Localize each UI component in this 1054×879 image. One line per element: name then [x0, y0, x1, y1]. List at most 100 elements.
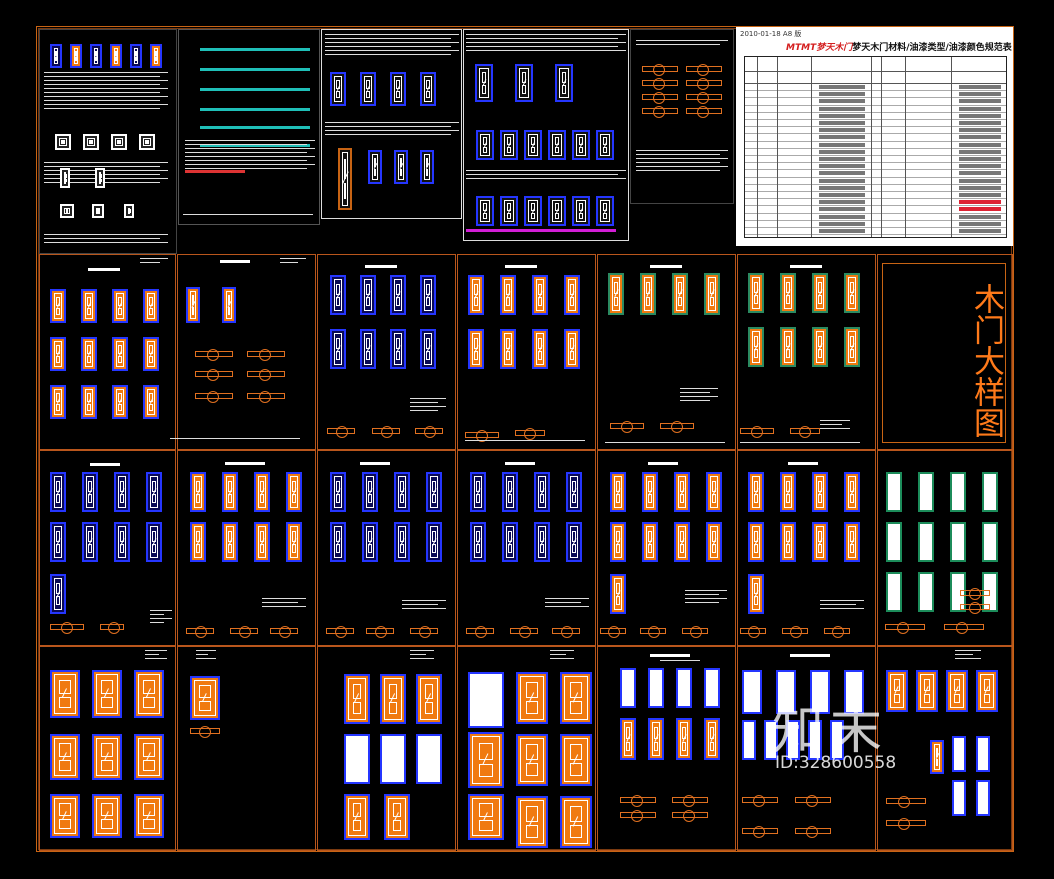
door-leaf — [85, 341, 93, 367]
door-panel — [530, 146, 536, 153]
section-detail — [466, 626, 494, 638]
door-panel — [892, 594, 896, 604]
door-panel — [572, 494, 576, 504]
door-elevation — [918, 522, 934, 562]
door-leaf — [138, 674, 160, 714]
door-panel — [710, 690, 714, 700]
door-panel — [336, 90, 340, 99]
door-panel — [578, 146, 584, 153]
door-panel — [65, 211, 69, 214]
door-panel — [616, 494, 620, 504]
door-elevation — [112, 289, 128, 323]
door-leaf — [99, 172, 102, 184]
note-line — [44, 76, 160, 77]
door-panel — [953, 678, 961, 691]
door-panel — [196, 494, 200, 504]
door-panel — [478, 742, 494, 760]
door-panel — [56, 403, 60, 412]
door-leaf — [552, 134, 562, 156]
door-leaf — [614, 476, 622, 508]
door-elevation — [640, 273, 656, 315]
door-leaf — [536, 279, 544, 311]
door-leaf — [118, 526, 126, 558]
door-elevation — [146, 472, 162, 512]
note-line — [140, 258, 168, 259]
door-panel — [101, 697, 113, 709]
note-line — [185, 168, 307, 169]
door-leaf — [150, 526, 158, 558]
table-cell — [819, 113, 865, 118]
table-cell — [819, 128, 865, 133]
note-line — [402, 604, 438, 605]
door-panel — [56, 596, 60, 606]
door-panel — [101, 679, 113, 694]
inner-frame — [38, 28, 1012, 850]
sheet-r4-3 — [317, 646, 456, 851]
door-elevation — [748, 327, 764, 367]
door-panel — [850, 295, 854, 305]
table-cell — [959, 164, 1001, 169]
door-leaf — [143, 138, 151, 146]
table-cell — [959, 106, 1001, 111]
door-panel — [56, 544, 60, 554]
sheet-title-bar — [505, 265, 537, 268]
door-panel — [956, 544, 960, 554]
table-cell — [959, 128, 1001, 133]
door-panel — [120, 494, 124, 504]
section-detail — [510, 626, 538, 638]
door-panel — [61, 142, 65, 145]
door-elevation — [50, 337, 66, 371]
door-panel — [572, 544, 576, 554]
door-elevation — [81, 385, 97, 419]
sheet-title-bar — [365, 265, 397, 268]
door-leaf — [384, 738, 402, 780]
door-panel — [569, 682, 583, 698]
note-line — [185, 140, 315, 141]
note-line — [685, 594, 719, 595]
section-detail — [795, 826, 831, 838]
section-detail — [327, 426, 355, 438]
note-line — [44, 88, 168, 89]
note-line — [185, 152, 307, 153]
door-panel — [893, 693, 901, 704]
door-leaf — [980, 784, 986, 812]
door-panel — [432, 544, 436, 554]
door-panel — [260, 494, 264, 504]
table-rule — [745, 155, 1006, 156]
note-line — [410, 402, 438, 403]
sheet-r3-3 — [317, 450, 456, 646]
door-elevation — [608, 273, 624, 315]
door-leaf — [472, 333, 480, 365]
door-panel — [506, 146, 512, 153]
door-leaf — [334, 279, 342, 311]
door-leaf — [752, 526, 760, 558]
note-line — [685, 590, 727, 591]
door-elevation — [532, 329, 548, 369]
door-panel — [336, 544, 340, 554]
door-leaf — [479, 68, 489, 98]
door-leaf — [348, 738, 366, 780]
door-leaf — [752, 277, 760, 309]
door-panel — [569, 701, 583, 714]
section-detail — [620, 795, 656, 807]
note-line — [325, 34, 459, 35]
door-leaf — [519, 68, 529, 98]
door-leaf — [87, 138, 95, 146]
note-line — [44, 242, 168, 243]
door-elevation — [92, 204, 104, 218]
table-cell — [819, 207, 865, 212]
note-line — [680, 396, 718, 397]
door-leaf — [848, 476, 856, 508]
note-line — [410, 406, 446, 407]
door-panel — [923, 678, 931, 691]
door-panel — [366, 297, 370, 307]
door-elevation — [190, 522, 206, 562]
table-cell — [819, 99, 865, 104]
door-leaf — [85, 293, 93, 319]
door-panel — [65, 178, 67, 182]
section-detail — [465, 430, 499, 442]
door-elevation — [918, 572, 934, 612]
section-detail — [686, 78, 722, 90]
door-panel — [786, 349, 790, 359]
door-elevation — [950, 472, 966, 512]
